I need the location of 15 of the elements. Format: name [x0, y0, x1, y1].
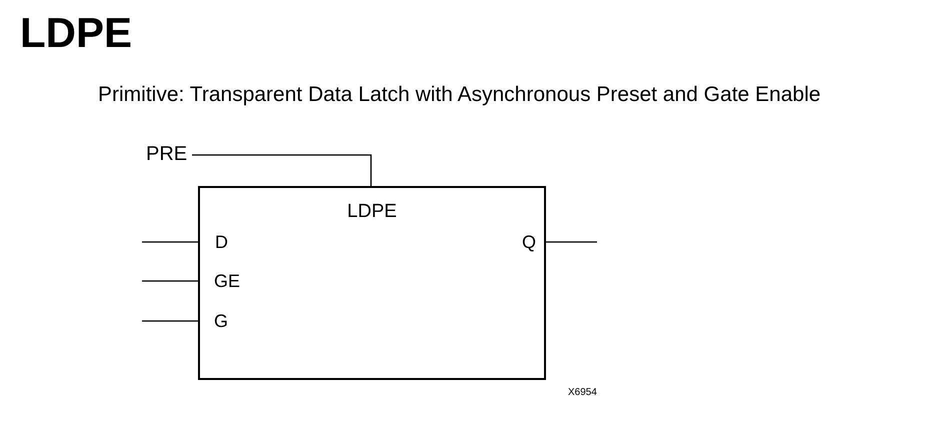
- pin-name: G: [214, 312, 228, 330]
- pin-wire: [142, 320, 198, 322]
- pin-name: Q: [522, 233, 536, 251]
- pin-name: D: [215, 233, 228, 251]
- latch-block: [198, 186, 546, 380]
- diagram-title: LDPE: [20, 12, 132, 54]
- pin-name: GE: [214, 272, 240, 290]
- subtitle: Primitive: Transparent Data Latch with Asynchronous Preset and Gate Enable: [98, 84, 821, 105]
- figure-code: X6954: [568, 388, 597, 398]
- block-name: LDPE: [346, 202, 398, 221]
- pin-wire: [142, 241, 198, 243]
- pin-wire: [546, 241, 597, 243]
- pin-wire: [192, 154, 372, 186]
- pin-name: PRE: [146, 144, 188, 164]
- pin-wire: [142, 280, 198, 282]
